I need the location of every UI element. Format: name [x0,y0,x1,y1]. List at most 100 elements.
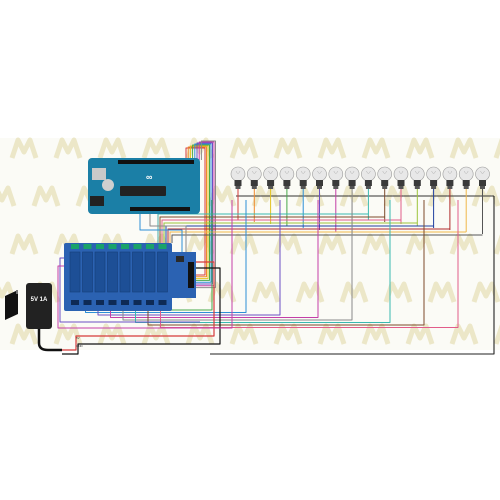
relay-common-wire [57,200,233,329]
signal-wire [194,142,213,285]
relay-block [119,244,131,305]
relay-block [157,244,168,305]
wire-harness [57,140,495,355]
watermark-logo-icon [229,137,259,159]
lamp-bulb [377,166,393,189]
lamp-bus-wire [167,228,450,243]
relay-block [82,244,93,305]
watermark-logo-icon [317,137,347,159]
lamp-bulb [409,166,425,189]
watermark-logo-icon [53,137,83,159]
watermark-logo-icon [273,323,303,345]
lamp-bus-wire [159,216,385,243]
power-supply: 5V 1A [5,283,62,352]
lamp-row [230,166,490,189]
watermark-logo-icon [141,323,171,345]
psu-label: 5V 1A [31,297,48,303]
lamp-bulb [393,166,409,189]
dc-jack [90,196,104,206]
relay-channels [69,244,168,305]
watermark-logo-icon [405,323,435,345]
lamp-bus-wire [169,231,467,243]
relay-block [69,244,81,305]
lamp-bulb [312,166,327,189]
watermark-logo-icon [97,323,127,345]
lamp-bulb [263,166,278,189]
watermark-logo-icon [317,233,347,255]
power-positive-wire [62,261,215,351]
relay-output-wire [122,200,353,321]
lamp-bus-wire [161,219,401,243]
relay-block [144,244,156,305]
watermark-logo-icon [449,137,479,159]
signal-wire [194,141,215,287]
relay-output-wire [135,200,391,323]
jumper [176,256,184,262]
watermark-logo-icon [251,281,281,303]
lamp-bulb [426,166,441,189]
watermark-logo-icon [295,185,325,207]
relay-block [107,244,118,305]
lamp-bus-wire [171,234,483,243]
watermark-logo-icon [229,233,259,255]
wire-label-gnd: GND [76,344,84,348]
power-ground-wire [62,267,221,355]
relay-input-header [188,262,194,288]
watermark-logo-icon [317,323,347,345]
relay-output-wire [147,200,425,326]
lamp-bulb [247,166,262,189]
relay-common-wire [59,257,200,323]
lamp-bulb [475,166,490,189]
watermark-logo-icon [0,281,17,303]
psu-plug [5,290,18,320]
watermark-logo-icon [185,323,215,345]
watermark-logo-icon [9,233,39,255]
signal-wire [185,147,206,276]
signal-wire [194,143,212,283]
watermark-logo-icon [405,233,435,255]
psu-cable [37,329,62,352]
watermark-logo-icon [361,323,391,345]
lamp-bus-wire [163,222,418,243]
arduino-ground-wire [149,214,187,252]
lamp-bulb [458,166,474,189]
lamp-bulb [361,166,376,189]
relay-block [94,244,106,305]
lamp-bulb [295,166,311,189]
watermark-logo-icon [141,137,171,159]
watermark-logo-icon [339,281,369,303]
watermark-logo-icon [405,137,435,159]
signal-wire [189,145,209,280]
signal-wire [194,140,216,289]
arduino-logo-icon: ∞ [146,172,153,182]
watermark-logo-icon [361,233,391,255]
watermark-logo-icon [53,323,83,345]
watermark-logo-icon [427,281,457,303]
relay-output-wire [160,200,459,328]
lamp-bulb [442,166,458,189]
relay-module [64,243,196,311]
analog-header [130,207,190,211]
watermark-logo-icon [361,137,391,159]
watermark-logo-icon [0,185,17,207]
watermark-logo-icon [449,233,479,255]
crystal [102,179,114,191]
lamp-bulb [328,166,344,189]
watermark-logo-icon [9,137,39,159]
watermark-logo-icon [471,185,500,207]
arduino-power-wire [139,214,183,252]
watermark-logo-icon [31,185,61,207]
lamp-bulb [279,166,295,189]
watermark-logo-icon [9,323,39,345]
microcontroller-chip [120,186,166,196]
lamp-bulb [344,166,360,189]
lamp-bulb [230,166,246,189]
wire-label-5v: 5V [76,336,80,340]
watermark-logo-icon [449,323,479,345]
watermark-logo-icon [383,185,413,207]
watermark-logo-icon [229,323,259,345]
watermark-logo-icon [251,185,281,207]
usb-port [92,168,106,180]
